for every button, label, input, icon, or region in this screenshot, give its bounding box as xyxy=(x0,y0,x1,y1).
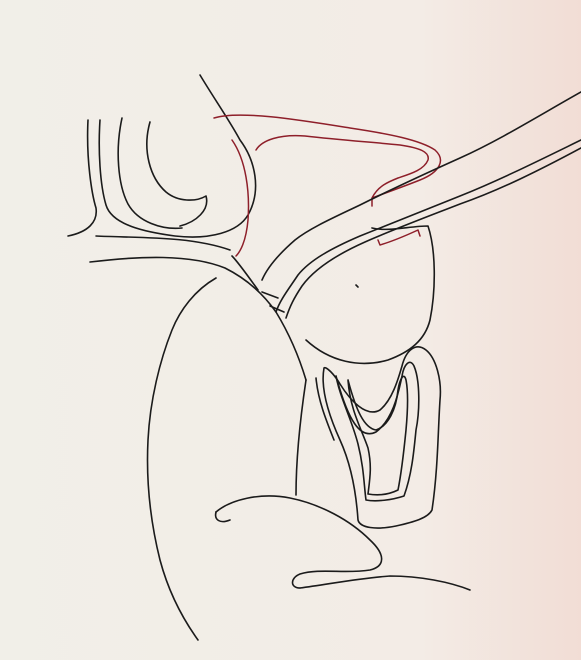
line-drawing-page xyxy=(0,0,581,660)
anatomical-line-drawing xyxy=(0,0,581,660)
paper-fill xyxy=(0,0,581,660)
